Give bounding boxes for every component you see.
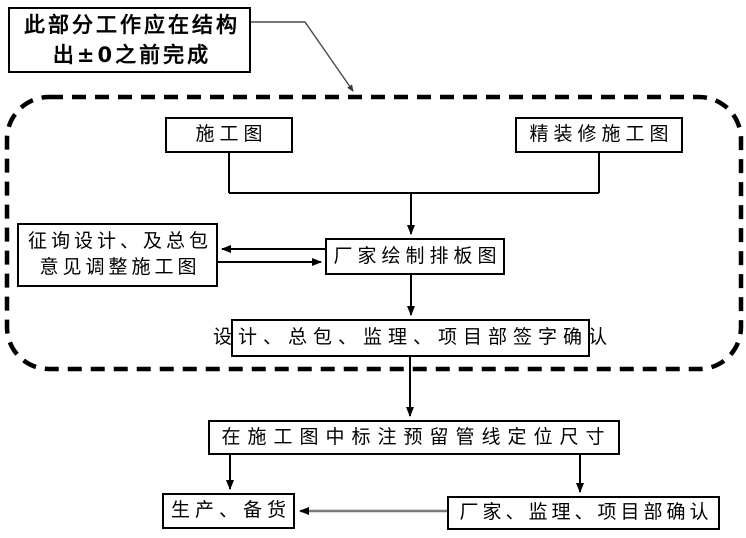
node-construction-drawing-label: 施工图 — [195, 123, 268, 146]
node-consult-adjust-line-1: 征询设计、及总包 — [27, 230, 212, 253]
phase-boundary-dashed-rect — [4, 94, 744, 372]
node-production-stock: 生产、备货 — [162, 493, 295, 529]
node-fine-decoration-drawing: 精装修施工图 — [515, 117, 683, 153]
node-sign-confirm-label: 设计、总包、监理、项目部签字确认 — [213, 326, 614, 349]
node-sign-confirm: 设计、总包、监理、项目部签字确认 — [213, 319, 607, 357]
node-manufacturer-layout-label: 厂家绘制排板图 — [333, 244, 502, 267]
node-consult-adjust-line-2: 意见调整施工图 — [39, 256, 201, 278]
node-final-confirm: 厂家、监理、项目部确认 — [447, 496, 720, 530]
merge-connector-line — [228, 153, 600, 194]
node-mark-dimensions-label: 在施工图中标注预留管线定位尺寸 — [221, 425, 612, 448]
note-line-1: 此部分工作应在结构 — [24, 12, 240, 37]
node-production-stock-label: 生产、备货 — [170, 499, 291, 522]
node-fine-decoration-drawing-label: 精装修施工图 — [529, 123, 674, 146]
node-manufacturer-layout: 厂家绘制排板图 — [325, 238, 505, 275]
node-consult-adjust: 征询设计、及总包 意见调整施工图 — [17, 223, 218, 287]
note-box: 此部分工作应在结构 出±0之前完成 — [8, 7, 251, 73]
node-construction-drawing: 施工图 — [165, 117, 293, 153]
note-line-2: 出±0之前完成 — [52, 43, 212, 67]
node-final-confirm-label: 厂家、监理、项目部确认 — [459, 501, 713, 524]
node-mark-dimensions: 在施工图中标注预留管线定位尺寸 — [208, 420, 620, 455]
note-callout-line — [251, 21, 354, 92]
